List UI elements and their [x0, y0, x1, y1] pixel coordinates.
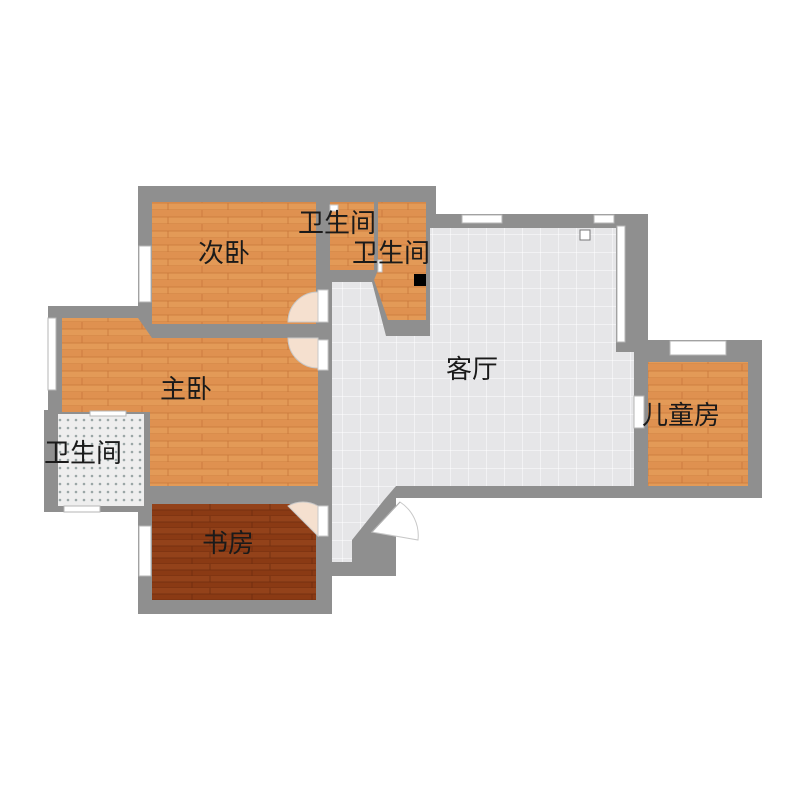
- label-study: 书房: [202, 529, 254, 559]
- floor-living-room: [332, 228, 634, 562]
- floor-master-bedroom: [62, 318, 318, 486]
- floor-bathroom-top-a: [330, 202, 374, 270]
- floor-bathroom-top-b: [374, 202, 426, 320]
- floor-second-bedroom: [152, 202, 316, 324]
- floor-bathroom-left: [58, 414, 144, 506]
- label-second-bedroom: 次卧: [198, 239, 250, 269]
- label-master-bedroom: 主卧: [160, 375, 212, 405]
- floor-study: [152, 504, 316, 600]
- floor-kids-room: [648, 362, 748, 486]
- label-bathroom-top-b: 卫生间: [352, 239, 430, 269]
- label-living-room: 客厅: [446, 355, 498, 385]
- doors: [287, 204, 419, 541]
- label-kids-room: 儿童房: [642, 401, 720, 431]
- label-bathroom-top-a: 卫生间: [298, 209, 376, 239]
- windows: [47, 214, 727, 577]
- wall-fixture: [579, 229, 591, 241]
- label-bathroom-left: 卫生间: [44, 439, 122, 469]
- drain-fixture: [414, 274, 426, 286]
